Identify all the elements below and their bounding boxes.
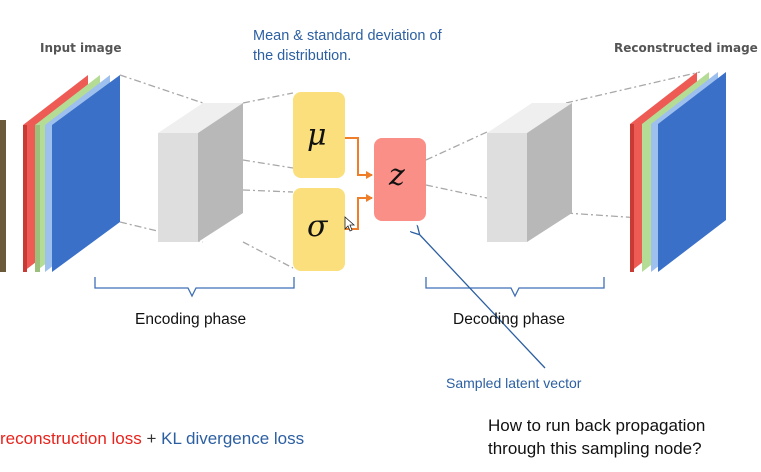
decoding-brace [425,277,605,298]
sigma-box [293,188,345,271]
z-symbol: z [389,158,405,193]
loss-formula: reconstruction loss + KL divergence loss [0,429,304,449]
backprop-question-line2: through this sampling node? [488,439,702,458]
reconstructed-image-label: Reconstructed image [614,41,758,55]
recon-channel-red-edge [630,124,634,272]
reconstructed-image-stack [630,72,726,272]
decoding-phase-label: Decoding phase [453,311,566,328]
input-channel-red-edge [23,125,27,272]
backprop-question: How to run back propagation through this… [488,414,705,460]
input-photo-edge [0,120,6,272]
distribution-annotation-line2: the distribution. [253,48,352,64]
kl-divergence-loss-text: KL divergence loss [161,429,305,448]
input-channel-green-edge [35,125,40,272]
backprop-question-line1: How to run back propagation [488,416,706,435]
mu-symbol: μ [307,118,327,153]
sampled-latent-vector-label: Sampled latent vector [446,375,582,391]
distribution-annotation: Mean & standard deviation of the distrib… [253,26,442,66]
mu-to-z-arrow [345,137,373,179]
sampled-vector-pointer [419,234,546,369]
reconstruction-loss-text: reconstruction loss [0,429,142,448]
loss-plus-sign: + [141,429,162,448]
decoder-cube [487,103,572,242]
z-sample-node [374,138,426,221]
recon-channel-blue [658,72,726,272]
encoding-brace [94,277,295,298]
encoder-cube [158,103,243,242]
mouse-cursor-icon [344,216,356,232]
input-channel-blue [52,75,120,272]
encoding-phase-label: Encoding phase [135,311,247,328]
distribution-annotation-line1: Mean & standard deviation of [253,28,442,44]
sigma-symbol: σ [307,209,328,244]
input-image-label: Input image [40,41,122,55]
mu-box [293,92,345,178]
input-image-stack [23,75,120,272]
